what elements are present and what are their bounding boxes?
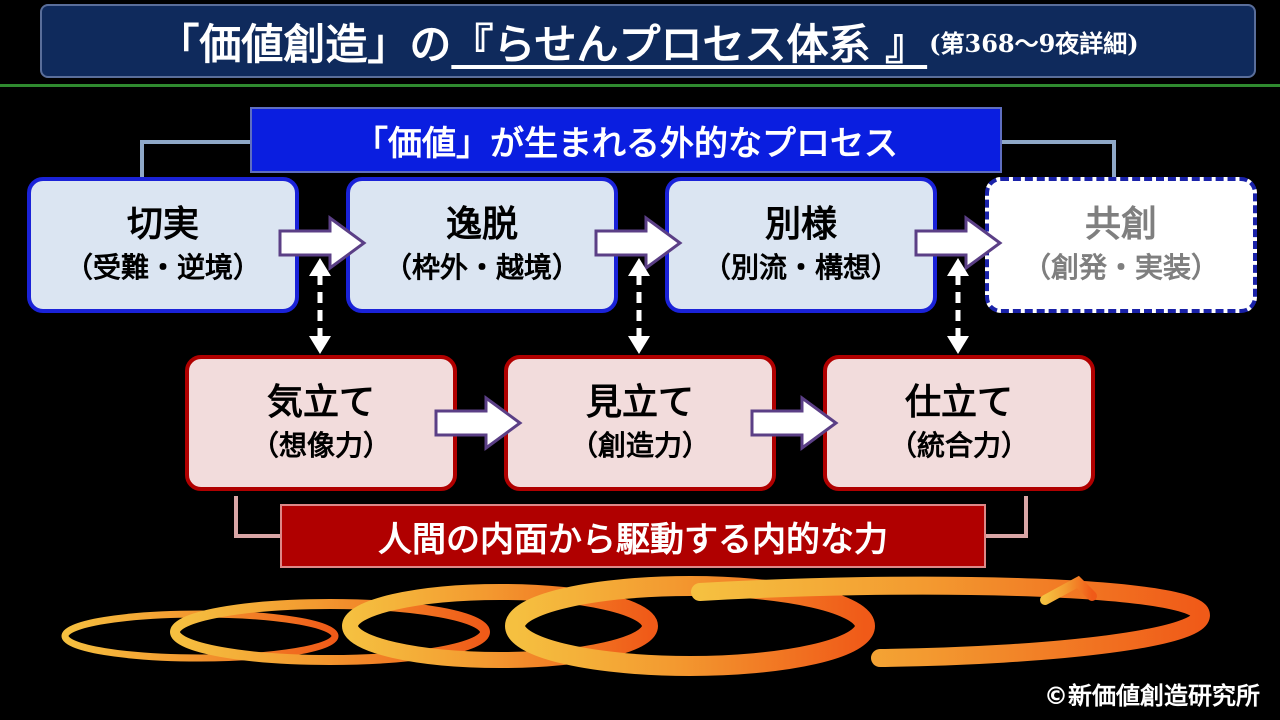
double-arrow-icon xyxy=(628,258,650,354)
outer-step-2-sub: （枠外・越境） xyxy=(383,251,580,284)
outer-process-label: 「価値」が生まれる外的なプロセス xyxy=(250,107,1002,173)
right-arrow-icon xyxy=(434,396,522,450)
outer-step-4: 共創 （創発・実装） xyxy=(985,177,1257,313)
title-banner: 「価値創造」の『らせんプロセス体系 』 (第368～9夜詳細) xyxy=(40,4,1256,78)
divider-line xyxy=(0,84,1280,87)
title-text: 「価値創造」の『らせんプロセス体系 』 xyxy=(157,11,927,72)
title-subtitle: (第368～9夜詳細) xyxy=(929,28,1139,58)
inner-step-3: 仕立て （統合力） xyxy=(823,355,1095,491)
outer-step-4-name: 共創 xyxy=(1084,204,1157,245)
double-arrow-icon xyxy=(947,258,969,354)
inner-step-1-name: 気立て xyxy=(266,382,375,423)
outer-step-1-sub: （受難・逆境） xyxy=(64,251,261,284)
outer-step-2-name: 逸脱 xyxy=(445,204,518,245)
copyright-text: ©新価値創造研究所 xyxy=(1044,682,1260,710)
right-arrow-icon xyxy=(750,396,838,450)
inner-step-2: 見立て （創造力） xyxy=(504,355,776,491)
outer-step-3-name: 別様 xyxy=(764,204,837,245)
outer-step-4-sub: （創発・実装） xyxy=(1022,251,1219,284)
title-underlined: 『らせんプロセス体系 』 xyxy=(451,19,928,69)
inner-step-3-name: 仕立て xyxy=(904,382,1013,423)
outer-step-2: 逸脱 （枠外・越境） xyxy=(346,177,618,313)
inner-step-2-sub: （創造力） xyxy=(569,429,710,462)
right-arrow-icon xyxy=(278,216,366,270)
inner-force-label: 人間の内面から駆動する内的な力 xyxy=(280,504,986,568)
spiral-icon xyxy=(61,575,1210,676)
title-open: 「価値創造」の xyxy=(157,19,452,69)
inner-step-1: 気立て （想像力） xyxy=(185,355,457,491)
inner-step-3-sub: （統合力） xyxy=(888,429,1029,462)
outer-step-1-name: 切実 xyxy=(126,204,199,245)
outer-step-1: 切実 （受難・逆境） xyxy=(27,177,299,313)
double-arrow-icon xyxy=(309,258,331,354)
inner-step-1-sub: （想像力） xyxy=(250,429,391,462)
inner-step-2-name: 見立て xyxy=(585,382,694,423)
outer-step-3-sub: （別流・構想） xyxy=(702,251,899,284)
